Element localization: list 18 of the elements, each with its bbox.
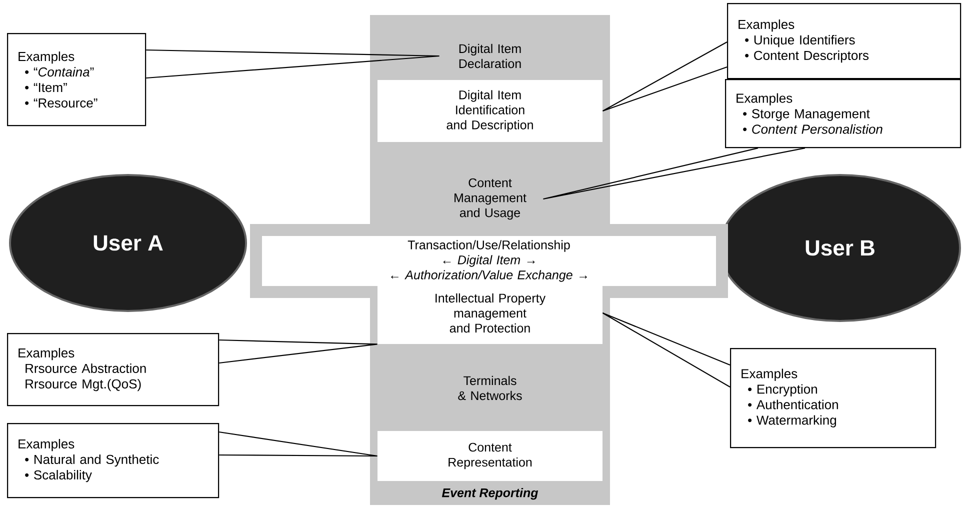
- function-label: Terminals & Networks: [458, 376, 522, 400]
- function-label: Digital Item Declaration: [459, 44, 521, 68]
- callout-box: Examples • “Containa” • “Item” • “Resource”: [7, 33, 146, 126]
- callout-pointer: [146, 49, 440, 79]
- callout-box: Examples • Unique Identifiers • Content Descriptors: [727, 3, 962, 80]
- function-box: Digital Item Identification and Description: [378, 80, 602, 142]
- callout-pointer: [602, 312, 731, 388]
- callout-pointer: [602, 41, 728, 112]
- function-label: Content Management and Usage: [454, 178, 526, 220]
- callout-box: Examples • Natural and Synthetic • Scalability: [7, 423, 220, 498]
- callout-pointer: [218, 431, 378, 457]
- callout-box: Examples • Storge Management • Content Personalistion: [725, 79, 962, 148]
- callout-pointer: [542, 148, 806, 200]
- callout-box: Examples Rrsource Abstraction Rrsource Mgt.(QoS): [7, 333, 220, 406]
- function-box: Content Representation: [378, 431, 602, 481]
- callout-pointer: [218, 339, 378, 364]
- callout-box: Examples • Encryption • Authentication • Watermarking: [730, 348, 936, 448]
- function-box: Intellectual Property management and Protection: [378, 282, 602, 344]
